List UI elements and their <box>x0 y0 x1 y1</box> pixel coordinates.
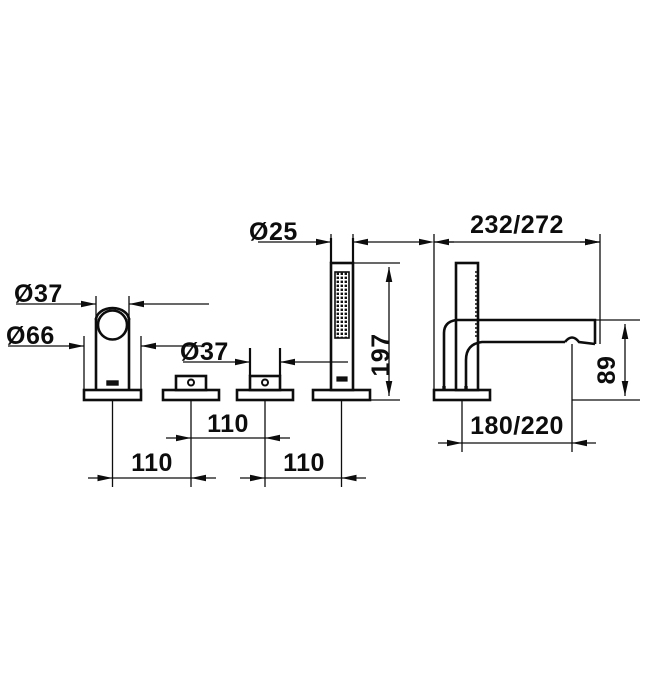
dim-label-height-197: 197 <box>367 333 395 376</box>
handshower-with-textured-grip <box>311 238 372 402</box>
dim-label-height-89: 89 <box>593 356 621 385</box>
bath-spout-side-profile <box>432 261 597 402</box>
dimension-diameter-25 <box>258 234 420 263</box>
dim-label-diameter-66: Ø66 <box>6 322 55 350</box>
dim-label-spacing-110-left: 110 <box>131 449 173 477</box>
center-extension-lines <box>111 400 343 487</box>
dim-label-diameter-37-mid: Ø37 <box>180 338 229 366</box>
dimension-diameter-66 <box>8 336 201 390</box>
dimension-height-197 <box>353 262 400 401</box>
dim-label-spacing-110-right: 110 <box>283 449 325 477</box>
dimension-reach-180-220 <box>438 344 596 452</box>
dim-label-reach-180-220: 180/220 <box>470 412 564 440</box>
dimension-height-89 <box>572 319 640 401</box>
valve-handle-right <box>235 348 295 402</box>
single-lever-mixer-body <box>82 306 143 402</box>
dim-label-spacing-110-center: 110 <box>207 410 249 438</box>
dimension-diameter-37-mid <box>183 352 348 376</box>
dim-label-diameter-37-top: Ø37 <box>14 280 63 308</box>
dimension-diameter-37-top <box>16 296 209 318</box>
dim-label-reach-232-272: 232/272 <box>470 211 564 239</box>
dimension-reach-232-272 <box>419 234 601 400</box>
valve-handle-left <box>161 374 221 402</box>
dim-label-diameter-25: Ø25 <box>249 218 298 246</box>
